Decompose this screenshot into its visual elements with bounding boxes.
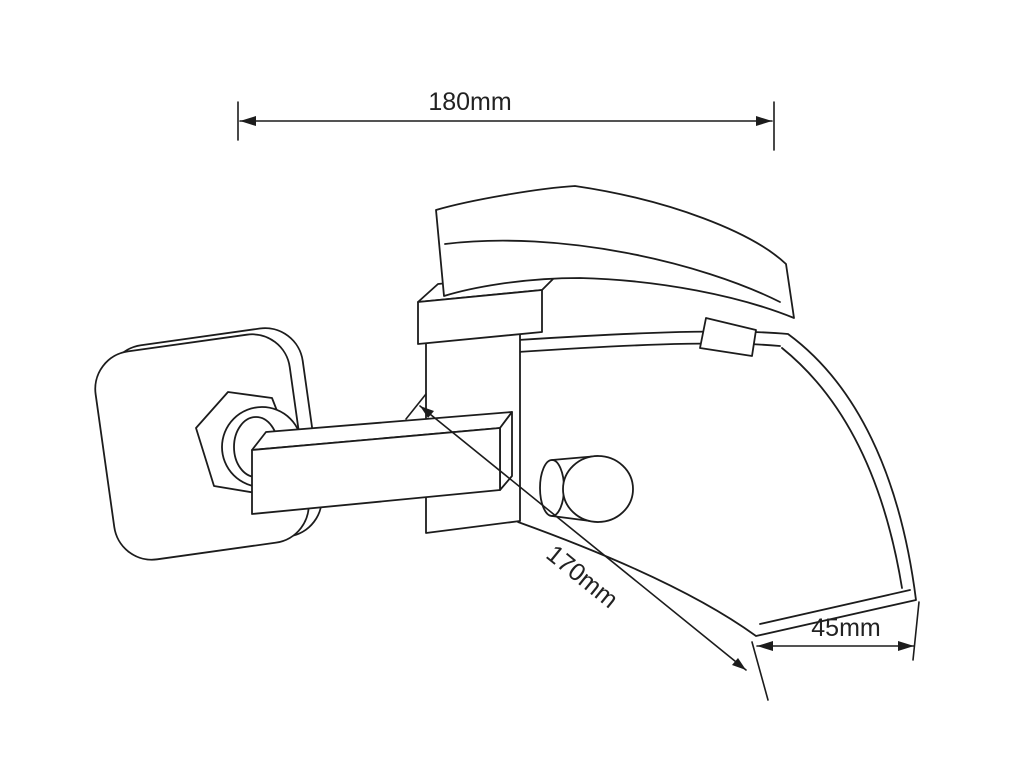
dimension-label-180mm: 180mm [428,88,511,116]
dimension-line [419,405,747,671]
knob-base-ellipse [539,459,565,517]
handle-front-face [251,427,501,515]
handle-lever [251,411,513,515]
spout-tip-thickness-line [759,589,911,625]
arrowhead-left [240,116,256,126]
spout-blade-edge-line [781,347,903,589]
diverter-knob [539,455,634,523]
arrowhead-right [756,116,772,126]
top-spout-outline [435,185,795,319]
arrowhead-right [898,641,914,651]
spout-blade-face [517,330,917,637]
knob-front-face [562,455,634,523]
arrowhead-top [420,406,434,418]
arrowhead-bottom [732,658,746,670]
pivot-bracket [699,317,757,357]
plate-front-face [417,289,543,345]
top-spout-fold-line [444,239,781,303]
extension-line-bottom [751,641,769,701]
top-spout [435,185,795,319]
dimension-overall-width: 180mm [237,88,775,151]
dimension-label-45mm: 45mm [811,614,880,642]
extension-line-right [912,601,920,661]
extension-tick-top [405,393,427,420]
dimension-spout-width: 45mm [756,601,920,661]
arrowhead-left [757,641,773,651]
pivot-bracket-face [699,317,757,357]
